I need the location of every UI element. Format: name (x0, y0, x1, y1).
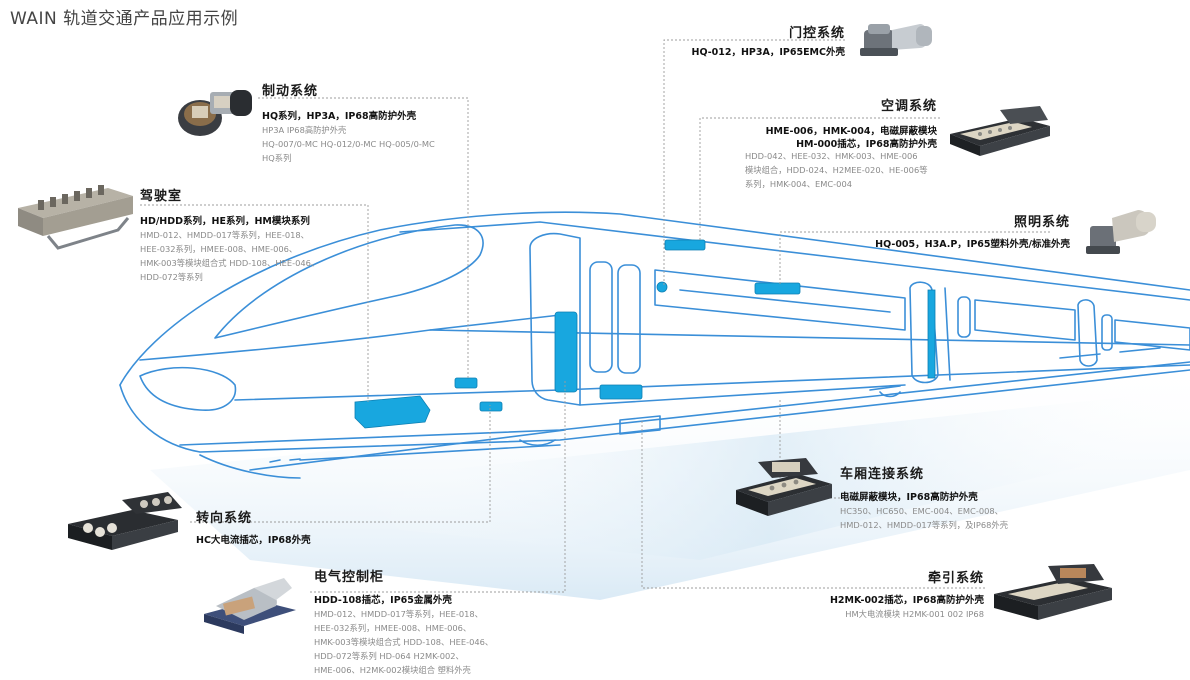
callout-desc: 模块组合，HDD-024、H2MEE-020、HE-006等 (745, 165, 928, 175)
callout-desc: HMK-003等模块组合式 HDD-108、HEE-046、 (140, 258, 320, 268)
callout-subtitle: HD/HDD系列，HE系列，HM模块系列 (140, 216, 310, 227)
callout-heading: 转向系统 (196, 511, 253, 526)
callout-heading: 照明系统 (1013, 215, 1070, 230)
callout-air-conditioning-desc: HDD-042、HEE-032、HMK-003、HME-006 模块组合，HDD… (745, 149, 945, 191)
modular-connector-icon (950, 106, 1050, 156)
callout-desc: HMK-003等模块组合式 HDD-108、HEE-046、 (314, 637, 494, 647)
callout-heading: 车厢连接系统 (840, 467, 925, 482)
callout-steering: 转向系统 HC大电流插芯，IP68外壳 (196, 507, 396, 547)
traction-connector-icon (994, 564, 1112, 620)
callout-desc: HEE-032系列，HMEE-008、HME-006、 (140, 244, 298, 254)
callout-desc: HMD-012、HMDD-017等系列，及IP68外壳 (840, 520, 1009, 530)
callout-heading: 牵引系统 (927, 571, 984, 586)
callout-desc: HDD-072等系列 HD-064 H2MK-002、 (314, 651, 464, 661)
callout-subtitle: 电磁屏蔽模块，IP68高防护外壳 (840, 492, 978, 503)
callout-brake: 制动系统 HQ系列，HP3A，IP68高防护外壳 HP3A IP68高防护外壳 … (262, 80, 472, 165)
callout-desc: HMD-012、HMDD-017等系列，HEE-018、 (314, 609, 483, 619)
callout-desc: HDD-072等系列 (140, 272, 203, 282)
callout-subtitle: HQ系列，HP3A，IP68高防护外壳 (262, 111, 417, 122)
callout-heading: 电气控制柜 (314, 570, 385, 585)
callout-desc: HM大电流模块 H2MK-001 002 IP68 (845, 609, 984, 619)
callout-air-conditioning: 空调系统 HME-006，HMK-004，电磁屏蔽模块 HM-000插芯，IP6… (700, 95, 937, 151)
callout-desc: HME-006、H2MK-002模块组合 塑料外壳 (314, 665, 471, 675)
callout-traction: 牵引系统 H2MK-002插芯，IP68高防护外壳 HM大电流模块 H2MK-0… (780, 567, 984, 621)
callout-desc: HDD-042、HEE-032、HMK-003、HME-006 (745, 151, 918, 161)
callout-desc: HC350、HC650、EMC-004、EMC-008、 (840, 506, 1003, 516)
callout-subtitle: HM-000插芯，IP68高防护外壳 (796, 139, 937, 150)
callout-desc: HP3A IP68高防护外壳 (262, 125, 347, 135)
callout-heading: 制动系统 (262, 84, 319, 99)
callout-door-control: 门控系统 HQ-012，HP3A，IP65EMC外壳 (640, 22, 846, 59)
callout-heading: 空调系统 (880, 99, 937, 114)
callout-desc: HMD-012、HMDD-017等系列，HEE-018、 (140, 230, 309, 240)
plastic-hood-icon (1086, 210, 1156, 254)
callout-lighting: 照明系统 HQ-005，H3A.P，IP65塑料外壳/标准外壳 (830, 211, 1070, 251)
callout-subtitle: HQ-005，H3A.P，IP65塑料外壳/标准外壳 (875, 239, 1070, 250)
callout-desc: HQ系列 (262, 153, 292, 163)
callout-electric-cabinet: 电气控制柜 HDD-108插芯，IP65金属外壳 HMD-012、HMDD-01… (314, 566, 534, 677)
callout-heading: 门控系统 (788, 26, 845, 41)
callout-driver-cab: 驾驶室 HD/HDD系列，HE系列，HM模块系列 HMD-012、HMDD-01… (140, 185, 365, 284)
callout-subtitle: HQ-012，HP3A，IP65EMC外壳 (691, 47, 846, 58)
callout-heading: 驾驶室 (140, 189, 183, 204)
hood-connector-icon (860, 24, 932, 56)
round-connector-icon (178, 90, 252, 136)
callout-desc: HEE-032系列，HMEE-008、HME-006、 (314, 623, 472, 633)
callout-subtitle: HC大电流插芯，IP68外壳 (196, 535, 311, 546)
shielded-connector-icon (736, 458, 832, 516)
callout-subtitle: HME-006，HMK-004，电磁屏蔽模块 (765, 126, 937, 137)
high-current-connector-icon (68, 492, 182, 550)
callout-desc: HQ-007/0-MC HQ-012/0-MC HQ-005/0-MC (262, 139, 435, 149)
callout-desc: 系列，HMK-004、EMC-004 (745, 179, 853, 189)
page-title: WAIN 轨道交通产品应用示例 (10, 9, 239, 29)
metal-hood-icon (204, 578, 296, 634)
terminal-block-icon (18, 185, 133, 250)
callout-subtitle: H2MK-002插芯，IP68高防护外壳 (829, 595, 984, 606)
callout-subtitle: HDD-108插芯，IP65金属外壳 (314, 595, 452, 606)
callout-car-coupling: 车厢连接系统 电磁屏蔽模块，IP68高防护外壳 HC350、HC650、EMC-… (840, 463, 1040, 532)
